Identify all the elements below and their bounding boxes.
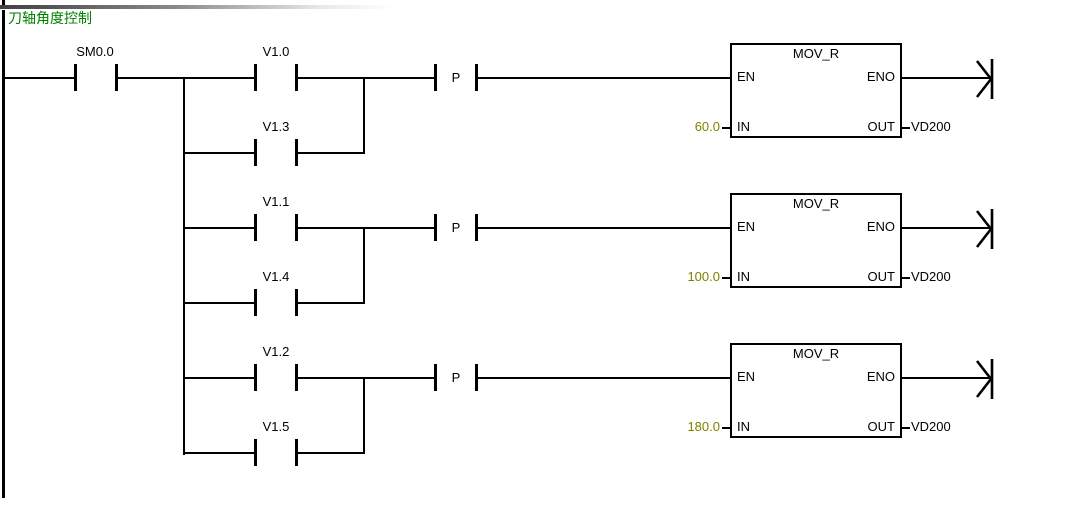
contact-bar xyxy=(475,214,478,241)
wire xyxy=(478,377,730,379)
network-separator xyxy=(0,5,392,9)
block-port-in: IN xyxy=(737,419,750,434)
ladder-rung: SM0.0 V1.0 V1.3 P MOV_R EN ENO IN OUT 60… xyxy=(0,0,1077,166)
wire xyxy=(722,127,730,129)
branch-rail xyxy=(183,78,185,455)
block-port-out: OUT xyxy=(867,269,895,284)
wire xyxy=(478,227,730,229)
wire xyxy=(902,77,990,79)
mov-r-block[interactable]: MOV_R EN ENO IN OUT xyxy=(730,343,902,438)
wire xyxy=(902,127,910,129)
contact-bar xyxy=(295,289,298,316)
contact-bar xyxy=(475,364,478,391)
contact-operand-main[interactable]: V1.1 xyxy=(262,194,290,209)
out-operand[interactable]: VD200 xyxy=(911,119,951,134)
wire xyxy=(298,377,434,379)
wire xyxy=(183,152,254,154)
network-comment[interactable]: 刀轴角度控制 xyxy=(8,10,92,26)
block-port-en: EN xyxy=(737,219,756,234)
block-title: MOV_R xyxy=(792,46,840,61)
contact-bar xyxy=(115,64,118,91)
contact-bar xyxy=(254,214,257,241)
wire xyxy=(4,77,74,79)
block-port-eno: ENO xyxy=(866,219,895,234)
contact-bar xyxy=(254,439,257,466)
wire xyxy=(183,452,254,454)
mov-r-block[interactable]: MOV_R EN ENO IN OUT xyxy=(730,193,902,288)
block-title: MOV_R xyxy=(792,196,840,211)
wire xyxy=(478,77,730,79)
wire xyxy=(183,227,254,229)
contact-bar xyxy=(254,289,257,316)
out-operand[interactable]: VD200 xyxy=(911,269,951,284)
block-port-en: EN xyxy=(737,369,756,384)
block-port-out: OUT xyxy=(867,419,895,434)
wire xyxy=(298,452,365,454)
contact-bar xyxy=(254,364,257,391)
contact-operand-branch[interactable]: V1.4 xyxy=(262,269,290,284)
wire xyxy=(298,77,434,79)
out-operand[interactable]: VD200 xyxy=(911,419,951,434)
block-port-out: OUT xyxy=(867,119,895,134)
wire xyxy=(183,302,254,304)
mov-r-block[interactable]: MOV_R EN ENO IN OUT xyxy=(730,43,902,138)
contact-bar xyxy=(295,439,298,466)
positive-edge-contact[interactable]: P xyxy=(451,220,461,235)
contact-bar xyxy=(295,139,298,166)
wire xyxy=(298,302,365,304)
block-port-eno: ENO xyxy=(866,369,895,384)
wire xyxy=(722,427,730,429)
contact-bar xyxy=(295,214,298,241)
contact-operand-main[interactable]: V1.2 xyxy=(262,344,290,359)
block-port-en: EN xyxy=(737,69,756,84)
wire xyxy=(902,227,990,229)
branch-join-wire xyxy=(363,228,365,304)
power-rail-tick xyxy=(2,0,5,5)
contact-bar xyxy=(295,64,298,91)
branch-join-wire xyxy=(363,78,365,154)
ladder-rung: V1.2 V1.5 P MOV_R EN ENO IN OUT 180.0 VD… xyxy=(0,300,1077,466)
rung-continue-arrow-icon xyxy=(975,359,994,399)
wire xyxy=(298,227,434,229)
positive-edge-contact[interactable]: P xyxy=(451,370,461,385)
in-operand-value[interactable]: 60.0 xyxy=(694,119,720,134)
branch-join-wire xyxy=(363,378,365,454)
wire xyxy=(902,427,910,429)
block-port-in: IN xyxy=(737,269,750,284)
block-port-eno: ENO xyxy=(866,69,895,84)
contact-bar xyxy=(254,139,257,166)
positive-edge-contact[interactable]: P xyxy=(451,70,461,85)
wire xyxy=(902,377,990,379)
contact-bar xyxy=(475,64,478,91)
contact-bar xyxy=(295,364,298,391)
contact-operand-branch[interactable]: V1.5 xyxy=(262,419,290,434)
power-rail xyxy=(2,10,5,498)
wire xyxy=(183,377,254,379)
in-operand-value[interactable]: 180.0 xyxy=(687,419,720,434)
ladder-rung: V1.1 V1.4 P MOV_R EN ENO IN OUT 100.0 VD… xyxy=(0,150,1077,316)
contact-operand-main[interactable]: V1.0 xyxy=(262,44,290,59)
wire xyxy=(118,77,183,79)
contact-bar xyxy=(254,64,257,91)
contact-bar xyxy=(434,214,437,241)
wire xyxy=(722,277,730,279)
rung-continue-arrow-icon xyxy=(975,209,994,249)
contact-bar xyxy=(74,64,77,91)
contact-bar xyxy=(434,364,437,391)
block-port-in: IN xyxy=(737,119,750,134)
rung-continue-arrow-icon xyxy=(975,59,994,99)
contact-bar xyxy=(434,64,437,91)
wire xyxy=(183,77,254,79)
wire xyxy=(298,152,365,154)
contact-operand-branch[interactable]: V1.3 xyxy=(262,119,290,134)
contact-operand-sm00[interactable]: SM0.0 xyxy=(76,44,114,59)
wire xyxy=(902,277,910,279)
in-operand-value[interactable]: 100.0 xyxy=(687,269,720,284)
block-title: MOV_R xyxy=(792,346,840,361)
